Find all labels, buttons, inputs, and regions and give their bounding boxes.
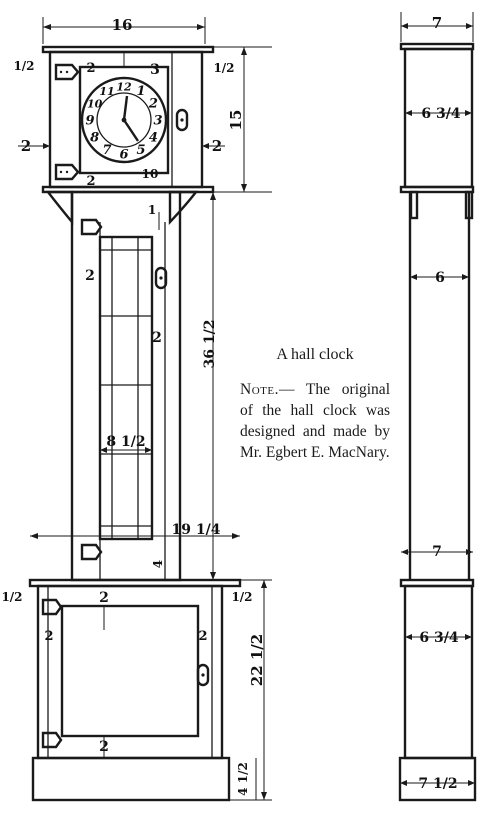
escutcheon-head <box>175 108 189 132</box>
dim-base-ledge-right: 1/2 <box>231 590 252 604</box>
dim-base-rail-bottom: 2 <box>99 739 109 755</box>
dim-base-rail-top: 2 <box>99 590 109 606</box>
figure-title: A hall clock <box>276 346 354 363</box>
clock-numeral: 12 <box>116 81 132 94</box>
clock-numeral: 9 <box>85 114 94 129</box>
side-dim-waist-depth: 6 <box>435 270 445 286</box>
side-view: 7 6 3/4 6 7 6 3/4 7 1/2 <box>398 12 477 802</box>
dim-rail-bottom: 2 <box>86 174 95 189</box>
clock-numeral: 8 <box>90 131 99 146</box>
hinge-base-lower <box>41 731 63 749</box>
clock-numeral: 10 <box>87 98 103 111</box>
front-dimensions <box>18 17 272 801</box>
clock-numeral: 7 <box>102 143 111 158</box>
dim-base-stile-right: 2 <box>198 629 207 644</box>
waist-door <box>98 235 154 541</box>
dim-base-ledge-left: 1/2 <box>1 590 22 604</box>
side-plinth <box>398 756 477 802</box>
base-box <box>36 584 224 760</box>
dim-side-stile-left: 2 <box>21 137 31 155</box>
clock-numeral: 3 <box>153 114 162 129</box>
dim-head-height: 15 <box>227 110 245 131</box>
dim-base-stile-left: 2 <box>44 629 53 644</box>
side-dim-plinth-depth: 7 1/2 <box>418 776 457 792</box>
hinge-head-upper <box>54 63 80 81</box>
dim-waist-stile-inner: 2 <box>152 330 162 346</box>
dim-top-width: 16 <box>112 16 133 34</box>
side-base <box>403 584 474 760</box>
dim-door-width: 8 1/2 <box>106 434 145 450</box>
dim-top-ledge: 1/2 <box>13 59 34 73</box>
note-label: Note. <box>240 381 279 398</box>
clock-numeral: 5 <box>136 143 145 158</box>
side-dim-top-depth: 7 <box>432 14 442 32</box>
plinth <box>31 756 231 802</box>
dim-plinth-height: 4 1/2 <box>236 762 250 796</box>
figure-note: Note.— The original of the hall clock wa… <box>240 379 390 463</box>
hinge-head-lower <box>54 163 80 181</box>
door-glazing-bars <box>100 249 152 527</box>
hinge-waist-lower <box>80 543 103 561</box>
side-dim-base-depth: 6 3/4 <box>419 630 458 646</box>
dim-rail-top-right: 3 <box>150 62 160 78</box>
side-head-ledge <box>399 185 475 194</box>
hinge-base-upper <box>41 598 63 616</box>
clock-numeral: 2 <box>148 97 158 112</box>
front-dimension-labels: 16 1/2 2 3 1/2 15 2 2 2 10 1 2 2 36 1/2 … <box>1 16 266 796</box>
clock-numeral: 11 <box>99 85 114 98</box>
head-bracket-right <box>168 190 199 226</box>
dim-ledge-right: 1/2 <box>213 61 234 75</box>
dim-base-width: 19 1/4 <box>172 522 221 538</box>
side-dim-head-depth: 6 3/4 <box>421 106 460 122</box>
dim-waist-stile: 2 <box>85 268 95 284</box>
clock-numeral: 4 <box>149 131 158 146</box>
dim-waist-height: 36 1/2 <box>202 320 218 369</box>
clock-numeral: 1 <box>136 84 145 99</box>
dim-rail-bottom-right: 10 <box>142 167 159 181</box>
clock-numeral: 6 <box>119 148 128 163</box>
dim-side-stile-right: 2 <box>212 137 222 155</box>
note-text: — The original of the hall clock was des… <box>240 381 390 461</box>
escutcheon-base <box>196 663 210 687</box>
side-bracket-left <box>409 190 419 220</box>
dim-waist-bottom: 4 <box>151 560 165 568</box>
base-panel <box>60 604 200 738</box>
head-bracket-left <box>45 190 74 226</box>
escutcheon-waist <box>154 266 168 290</box>
dim-waist-gap: 1 <box>148 203 156 217</box>
dim-rail-top: 2 <box>86 61 95 76</box>
side-dim-base-top-depth: 7 <box>432 544 442 560</box>
dim-base-height: 22 1/2 <box>248 634 266 686</box>
hinge-waist-upper <box>80 218 103 236</box>
